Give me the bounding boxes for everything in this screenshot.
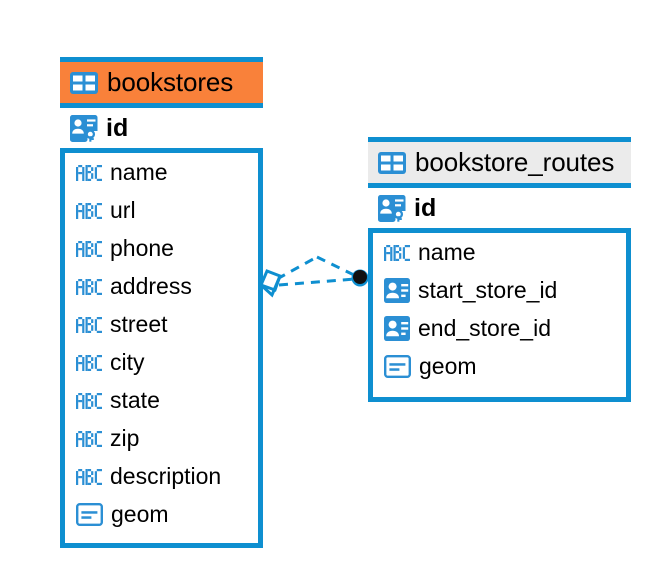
abc-text-icon <box>76 277 102 295</box>
entity-bookstore-routes-title: bookstore_routes <box>415 147 615 177</box>
field-label-address: address <box>110 272 192 299</box>
relationship-branch-lower <box>278 277 356 287</box>
field-row-state[interactable]: state <box>65 381 258 419</box>
field-row-zip[interactable]: zip <box>65 419 258 457</box>
entity-bookstores[interactable]: bookstores id <box>60 57 263 548</box>
field-label-end-store-id: end_store_id <box>418 314 551 341</box>
filled-circle-marker <box>351 269 369 287</box>
abc-text-icon <box>76 163 102 181</box>
field-label-geom: geom <box>419 352 477 379</box>
abc-text-icon <box>76 353 102 371</box>
field-row-end-store-id[interactable]: end_store_id <box>373 309 626 347</box>
field-label-start-store-id: start_store_id <box>418 276 558 303</box>
field-label-phone: phone <box>110 234 174 261</box>
field-row-name[interactable]: name <box>65 153 258 191</box>
abc-text-icon <box>76 391 102 409</box>
field-label-name: name <box>110 158 168 185</box>
field-label-street: street <box>110 310 168 337</box>
field-label-url: url <box>110 196 136 223</box>
field-label-id: id <box>106 113 129 142</box>
abc-text-icon <box>384 243 410 261</box>
foreign-key-icon <box>384 277 410 303</box>
field-row-description[interactable]: description <box>65 457 258 495</box>
field-label-geom: geom <box>111 500 169 527</box>
field-label-description: description <box>110 462 222 489</box>
entity-bookstores-title: bookstores <box>107 67 234 97</box>
field-row-url[interactable]: url <box>65 191 258 229</box>
field-label-id: id <box>414 193 437 222</box>
entity-bookstore-routes[interactable]: bookstore_routes id <box>368 137 631 402</box>
field-label-zip: zip <box>110 424 140 451</box>
field-row-city[interactable]: city <box>65 343 258 381</box>
table-icon <box>378 151 406 174</box>
primary-key-icon <box>378 194 406 222</box>
field-row-street[interactable]: street <box>65 305 258 343</box>
field-row-phone[interactable]: phone <box>65 229 258 267</box>
primary-key-icon <box>70 114 98 142</box>
geometry-icon <box>76 502 103 526</box>
field-row-geom[interactable]: geom <box>373 347 626 385</box>
relationship-connector[interactable] <box>255 243 380 315</box>
field-row-address[interactable]: address <box>65 267 258 305</box>
entity-bookstore-routes-header[interactable]: bookstore_routes <box>368 137 631 188</box>
entity-bookstores-header[interactable]: bookstores <box>60 57 263 108</box>
field-row-geom[interactable]: geom <box>65 495 258 533</box>
field-row-start-store-id[interactable]: start_store_id <box>373 271 626 309</box>
abc-text-icon <box>76 429 102 447</box>
abc-text-icon <box>76 201 102 219</box>
relationship-branch-upper-right <box>316 255 357 278</box>
diamond-outline-marker <box>258 269 282 298</box>
field-row-id[interactable]: id <box>368 188 631 233</box>
field-row-name[interactable]: name <box>373 233 626 271</box>
field-label-name: name <box>418 238 476 265</box>
abc-text-icon <box>76 467 102 485</box>
field-row-id[interactable]: id <box>60 108 263 153</box>
abc-text-icon <box>76 239 102 257</box>
geometry-icon <box>384 354 411 378</box>
foreign-key-icon <box>384 315 410 341</box>
field-label-city: city <box>110 348 145 375</box>
table-icon <box>70 71 98 94</box>
relationship-branch-upper-left <box>276 255 318 281</box>
field-label-state: state <box>110 386 160 413</box>
abc-text-icon <box>76 315 102 333</box>
